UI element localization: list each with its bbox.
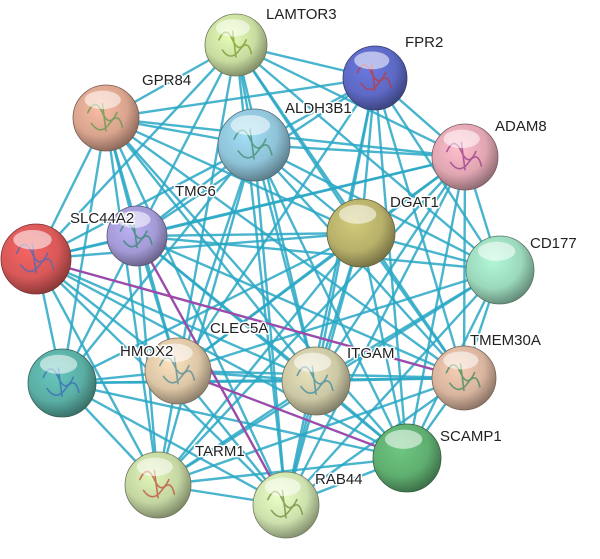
node-adam8[interactable] [431,123,499,191]
edge-ALDH3B1-unlabeled_teal [60,143,256,385]
node-dgat1[interactable] [326,198,396,268]
node-cd177[interactable] [465,235,535,305]
node-highlight [230,115,271,136]
node-aldh3b1[interactable] [217,108,291,182]
node-highlight [117,211,151,228]
node-highlight [39,354,78,374]
edge-GPR84-TMEM30A [104,116,466,380]
edge-unlabeled_red-ITGAM [34,257,318,383]
edge-GPR84-RAB44 [104,116,288,507]
label-aldh3b1: ALDH3B1 [285,100,352,117]
label-tarm1: TARM1 [195,443,245,460]
node-itgam[interactable] [281,346,351,416]
node-highlight [215,19,250,37]
edge-TMEM30A-RAB44 [284,376,466,507]
node-highlight [477,241,516,261]
edge-unlabeled_red-TMEM30A [35,257,465,380]
node-highlight [293,352,332,372]
label-adam8: ADAM8 [495,118,547,135]
edge-FPR2-GPR84 [104,76,377,120]
node-highlight [384,429,423,449]
edge-ALDH3B1-TARM1 [156,143,256,487]
edge-LAMTOR3-ADAM8 [234,43,467,159]
node-highlight [156,343,193,363]
network-nodes [0,13,535,539]
edge-CD177-RAB44 [284,268,502,507]
network-labels: LAMTOR3FPR2GPR84ALDH3B1ADAM8TMC6DGAT1SLC… [69,5,579,490]
label-lamtor3: LAMTOR3 [266,6,337,23]
label-rab44: RAB44 [315,471,363,488]
label-slc44a2: SLC44A2 [70,210,134,227]
edge-unlabeled_red-TARM1 [34,257,160,487]
label-clec5a: CLEC5A [210,320,268,337]
edge-LAMTOR3-ITGAM [234,43,318,383]
node-lamtor3[interactable] [204,13,268,77]
edge-unlabeled_teal-RAB44 [60,381,288,507]
node-tarm1[interactable] [124,451,192,519]
edge-SLC44A2-CD177 [135,234,502,272]
label-itgam: ITGAM [347,345,395,362]
edge-TMEM30A-TARM1 [156,376,466,487]
edge-GPR84-unlabeled_teal [60,116,108,385]
edge-ALDH3B1-ITGAM [252,143,318,383]
label-tmc6: TMC6 [175,183,216,200]
edge-GPR84-DGAT1 [104,116,363,235]
node-highlight [443,129,480,149]
node-slc44a2[interactable] [106,205,168,267]
label-hmox2: HMOX2 [120,343,173,360]
edge-ADAM8-RAB44 [284,155,467,507]
edge-SLC44A2-TMEM30A [135,234,466,380]
node-highlight [338,204,377,224]
edge-DGAT1-unlabeled_red [34,231,363,261]
edge-GPR84-ITGAM [104,116,318,383]
node-highlight [13,229,52,250]
edge-CD177-HMOX2 [176,268,502,373]
node-gpr84[interactable] [72,84,140,152]
edge-DGAT1-SLC44A2 [135,231,363,238]
node-fpr2[interactable] [342,45,408,111]
node-highlight [264,477,301,497]
label-cd177: CD177 [530,235,577,252]
edge-LAMTOR3-SLC44A2 [135,43,238,238]
node-highlight [443,351,479,370]
node-unlabeled-teal[interactable] [27,348,97,418]
edge-SCAMP1-TARM1 [156,456,409,487]
edge-DGAT1-SCAMP1 [359,231,409,460]
label-scamp1: SCAMP1 [440,428,502,445]
label-gpr84: GPR84 [142,72,191,89]
label-fpr2: FPR2 [405,34,443,51]
label-dgat1: DGAT1 [390,194,439,211]
edge-SLC44A2-RAB44 [136,235,287,506]
edge-unlabeled_teal-SCAMP1 [60,381,409,460]
edge-ALDH3B1-unlabeled_red [34,143,256,261]
node-tmem30a[interactable] [431,345,497,411]
node-rab44[interactable] [252,471,320,539]
node-unlabeled-red[interactable] [0,223,72,295]
edge-DGAT1-HMOX2 [176,231,363,373]
edge-FPR2-HMOX2 [176,76,377,373]
node-scamp1[interactable] [372,423,442,493]
label-tmem30a: TMEM30A [470,332,541,349]
edge-HMOX2-SCAMP1 [177,369,408,460]
edge-unlabeled_red-SCAMP1 [34,257,409,460]
node-highlight [354,51,390,70]
node-highlight [84,90,121,110]
edge-DGAT1-TARM1 [156,231,363,487]
node-hmox2[interactable] [144,337,212,405]
node-highlight [136,457,173,477]
